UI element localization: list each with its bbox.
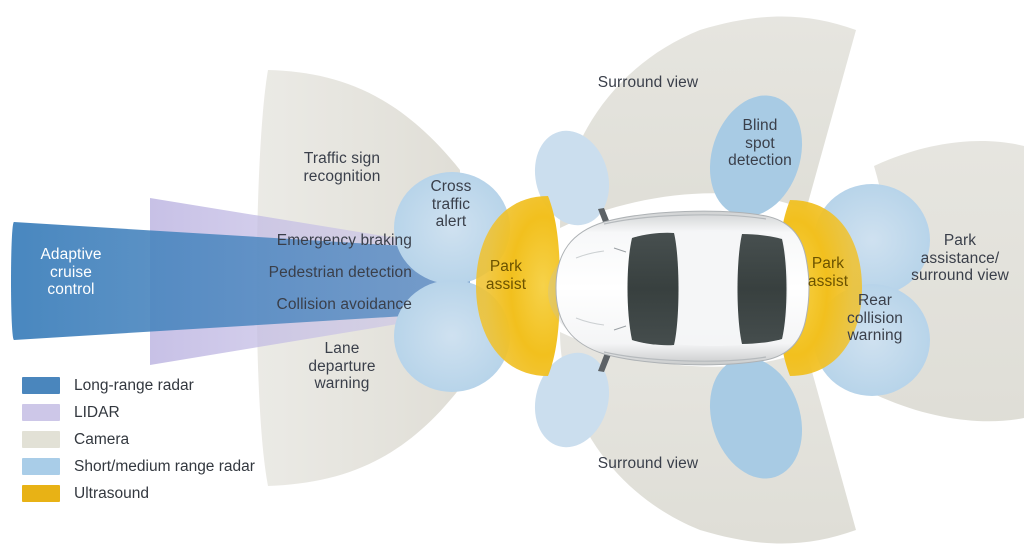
label-lane-departure-warning: Lane departure warning — [308, 340, 376, 393]
label-surround-view-bottom: Surround view — [597, 455, 699, 472]
smr-zone-blind-spot-upper — [709, 95, 803, 217]
label-traffic-sign-recognition: Traffic sign recognition — [303, 150, 381, 185]
ultrasound-zone-front — [476, 196, 560, 376]
label-emergency-braking: Emergency braking — [276, 232, 412, 249]
legend-item-lidar: LIDAR — [22, 399, 255, 426]
swatch-long-range-radar — [22, 377, 60, 394]
legend-label-long-range-radar: Long-range radar — [74, 376, 194, 394]
label-rear-collision-warning: Rear collision warning — [846, 292, 904, 345]
label-park-assistance-surround-view: Park assistance/ surround view — [911, 232, 1009, 285]
legend-label-ultrasound: Ultrasound — [74, 484, 149, 502]
legend-item-camera: Camera — [22, 426, 255, 453]
swatch-lidar — [22, 404, 60, 421]
swatch-short-medium-radar — [22, 458, 60, 475]
windshield — [627, 232, 679, 346]
swatch-camera — [22, 431, 60, 448]
long-range-radar-zone — [11, 222, 470, 340]
legend-item-ultrasound: Ultrasound — [22, 480, 255, 507]
vehicle-top-view — [548, 208, 810, 372]
label-surround-view-top: Surround view — [597, 74, 699, 91]
label-pedestrian-detection: Pedestrian detection — [268, 264, 412, 281]
legend-item-short-medium-radar: Short/medium range radar — [22, 453, 255, 480]
legend: Long-range radar LIDAR Camera Short/medi… — [22, 372, 255, 507]
label-adaptive-cruise-control: Adaptive cruise control — [40, 246, 102, 299]
label-park-assist-rear: Park assist — [807, 255, 849, 290]
legend-label-camera: Camera — [74, 430, 130, 448]
legend-item-long-range-radar: Long-range radar — [22, 372, 255, 399]
label-park-assist-front: Park assist — [485, 258, 527, 293]
rear-window — [737, 234, 787, 344]
smr-zone-front-quarter-lower — [534, 352, 610, 448]
legend-label-lidar: LIDAR — [74, 403, 120, 421]
label-collision-avoidance: Collision avoidance — [276, 296, 412, 313]
smr-zone-front-quarter-upper — [534, 130, 610, 226]
smr-zone-blind-spot-lower — [709, 357, 803, 479]
label-blind-spot-detection: Blind spot detection — [728, 117, 792, 170]
label-cross-traffic-alert: Cross traffic alert — [430, 178, 472, 231]
swatch-ultrasound — [22, 485, 60, 502]
legend-label-short-medium-radar: Short/medium range radar — [74, 457, 255, 475]
